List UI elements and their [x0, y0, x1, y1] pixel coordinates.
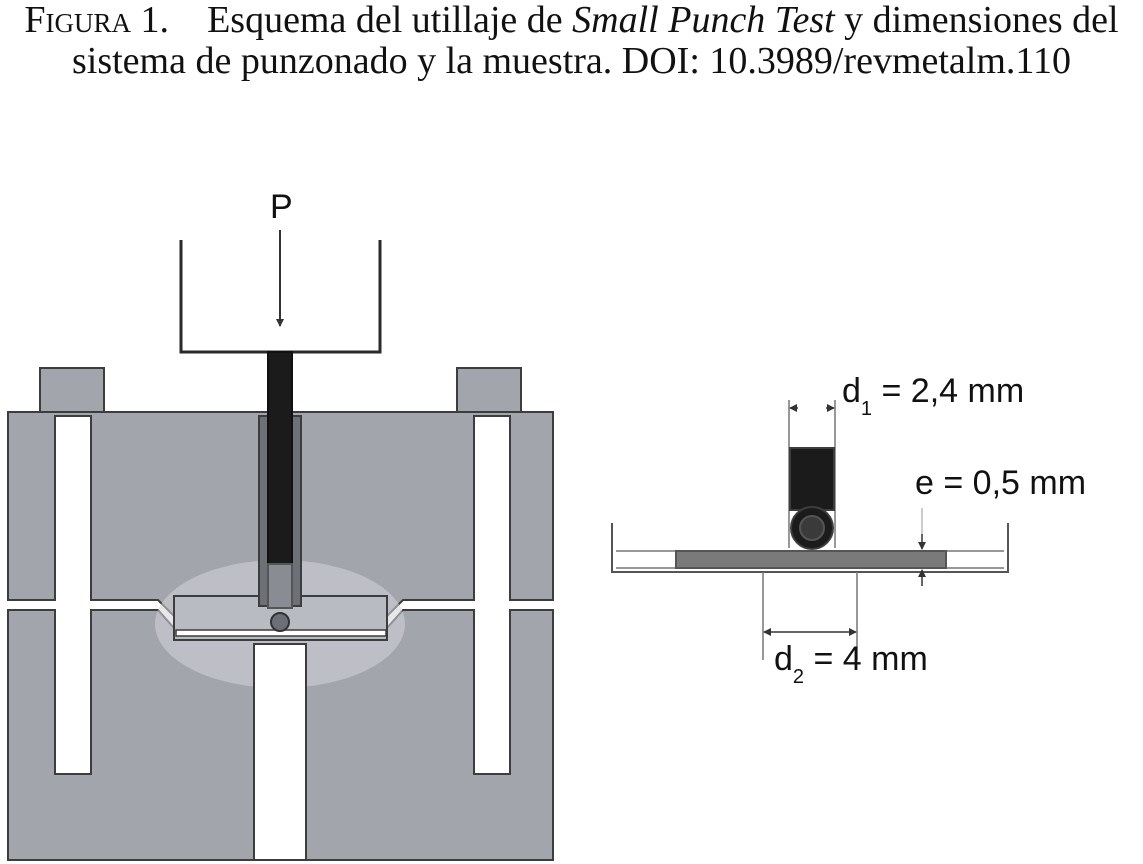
bolt-head-left: [39, 367, 105, 413]
caption-line: Figura 1. Esquema del utillaje de Small P…: [0, 0, 1143, 82]
caption-text-before: Esquema del utillaje de: [207, 0, 573, 41]
holder-outline: [611, 523, 1009, 573]
detail-view: [611, 400, 1009, 660]
die-gap-right: [403, 601, 553, 609]
holder-inner-left: [616, 550, 676, 569]
load-label: P: [270, 188, 293, 226]
sample-detail: [675, 550, 947, 569]
punch-ball: [270, 612, 290, 632]
figure-label: Figura 1.: [24, 0, 170, 41]
e-dimension-label: e = 0,5 mm: [915, 464, 1086, 502]
d1-dimension-label: d1 = 2,4 mm: [842, 372, 1024, 420]
figure-caption: Figura 1. Esquema del utillaje de Small P…: [0, 0, 1143, 130]
fixture-assembly: [7, 240, 554, 861]
die-gap: [8, 601, 158, 609]
bolt-shaft-left: [54, 415, 92, 775]
holder-inner-right: [946, 550, 1004, 569]
bolt-shaft-right: [473, 415, 511, 775]
d2-dimension-label: d2 = 4 mm: [774, 640, 928, 688]
bolt-head-right: [456, 367, 522, 413]
lower-bore: [253, 643, 307, 861]
small-punch-test-diagram: P d1 = 2,4 mm e = 0,5 mm d2 = 4 mm: [7, 188, 1086, 861]
lower-opening: [762, 572, 858, 660]
caption-italic-term: Small Punch Test: [572, 0, 835, 41]
punch-rod-lower: [267, 563, 293, 609]
caption-text-after: y dimensiones del sistema de punzonado y…: [71, 0, 1119, 82]
punch-rod: [267, 351, 293, 565]
punch-detail-ball-inner: [799, 515, 825, 541]
punch-detail-body: [789, 447, 835, 511]
